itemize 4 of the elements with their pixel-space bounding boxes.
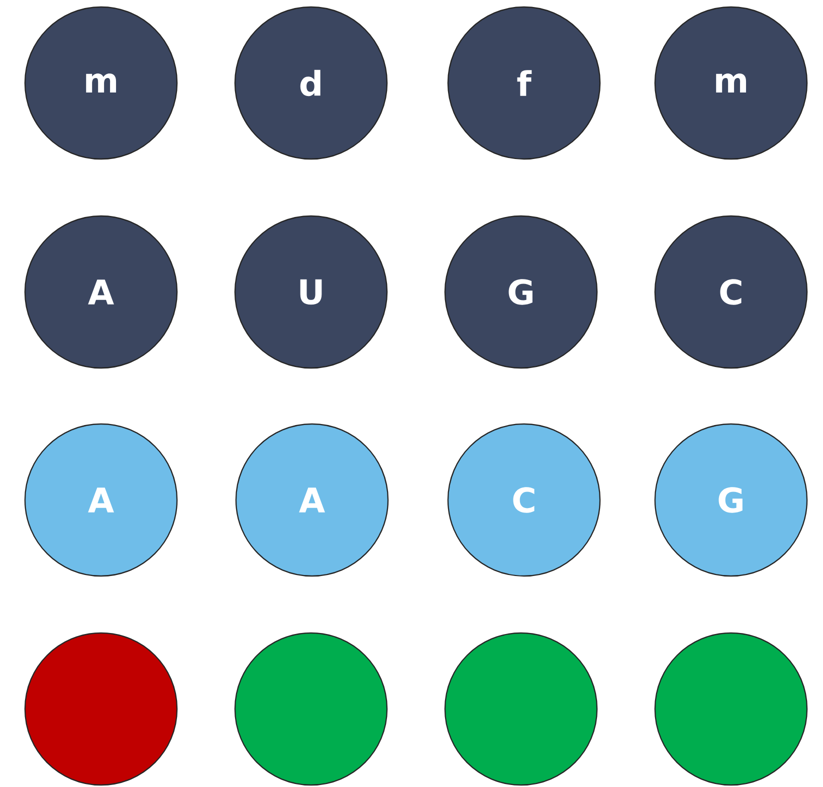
circle bbox=[444, 632, 598, 786]
circle bbox=[654, 632, 808, 786]
circle bbox=[234, 632, 388, 786]
circle bbox=[24, 632, 178, 786]
